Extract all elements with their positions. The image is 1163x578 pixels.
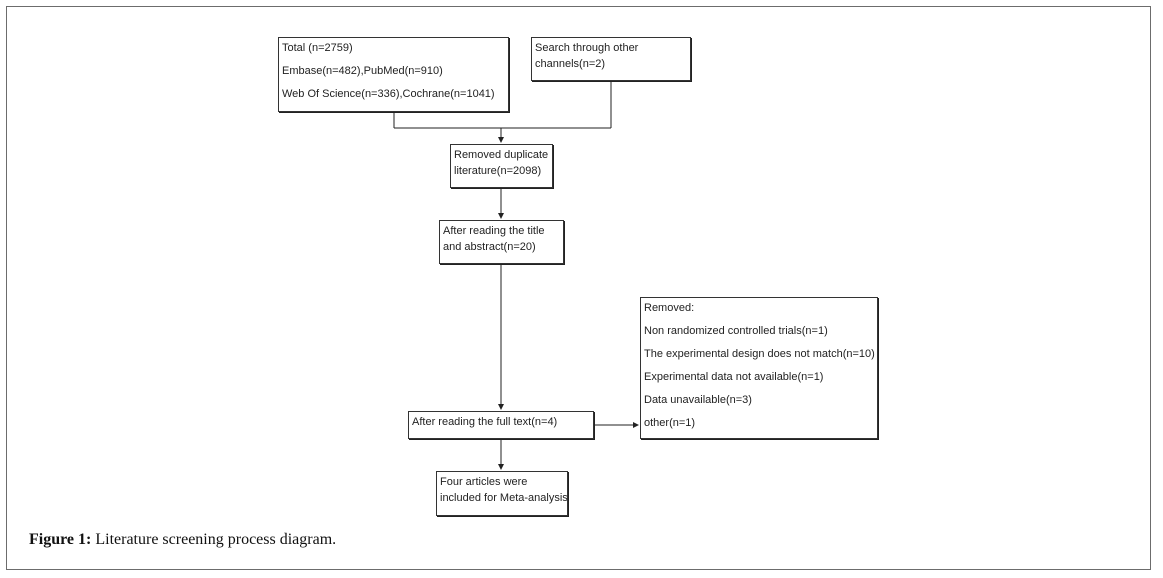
other-channels-line-2: channels(n=2) [535,58,606,70]
other-channels-box: Search through other channels(n=2) [531,37,691,81]
duplicates-line-2: literature(n=2098) [454,165,542,177]
removed-heading: Removed: [644,302,695,314]
sources-total: Total (n=2759) [282,42,353,54]
included-line-2: included for Meta-analysis [440,492,568,504]
full-text-line: After reading the full text(n=4) [412,416,558,428]
sources-wos-cochrane: Web Of Science(n=336),Cochrane(n=1041) [282,88,495,100]
figure-frame [6,6,1151,570]
removed-design-mismatch: The experimental design does not match(n… [644,348,875,360]
figure-caption-text: Literature screening process diagram. [91,531,337,548]
sources-box: Total (n=2759) Embase(n=482),PubMed(n=91… [278,37,509,112]
full-text-box: After reading the full text(n=4) [408,411,594,439]
other-channels-line-1: Search through other [535,42,639,54]
title-abstract-box: After reading the title and abstract(n=2… [439,220,564,264]
title-abstract-line-2: and abstract(n=20) [443,241,536,253]
removed-non-randomized: Non randomized controlled trials(n=1) [644,325,828,337]
figure-caption: Figure 1: Literature screening process d… [29,531,336,549]
included-box: Four articles were included for Meta-ana… [436,471,568,516]
removed-box: Removed: Non randomized controlled trial… [640,297,878,439]
title-abstract-line-1: After reading the title [443,225,545,237]
included-line-1: Four articles were [440,476,528,488]
removed-other: other(n=1) [644,417,696,429]
removed-data-not-available: Experimental data not available(n=1) [644,371,824,383]
duplicates-box: Removed duplicate literature(n=2098) [450,144,553,188]
removed-data-unavailable: Data unavailable(n=3) [644,394,752,406]
figure-caption-label: Figure 1: [29,531,92,548]
duplicates-line-1: Removed duplicate [454,149,549,161]
sources-embase-pubmed: Embase(n=482),PubMed(n=910) [282,65,443,77]
